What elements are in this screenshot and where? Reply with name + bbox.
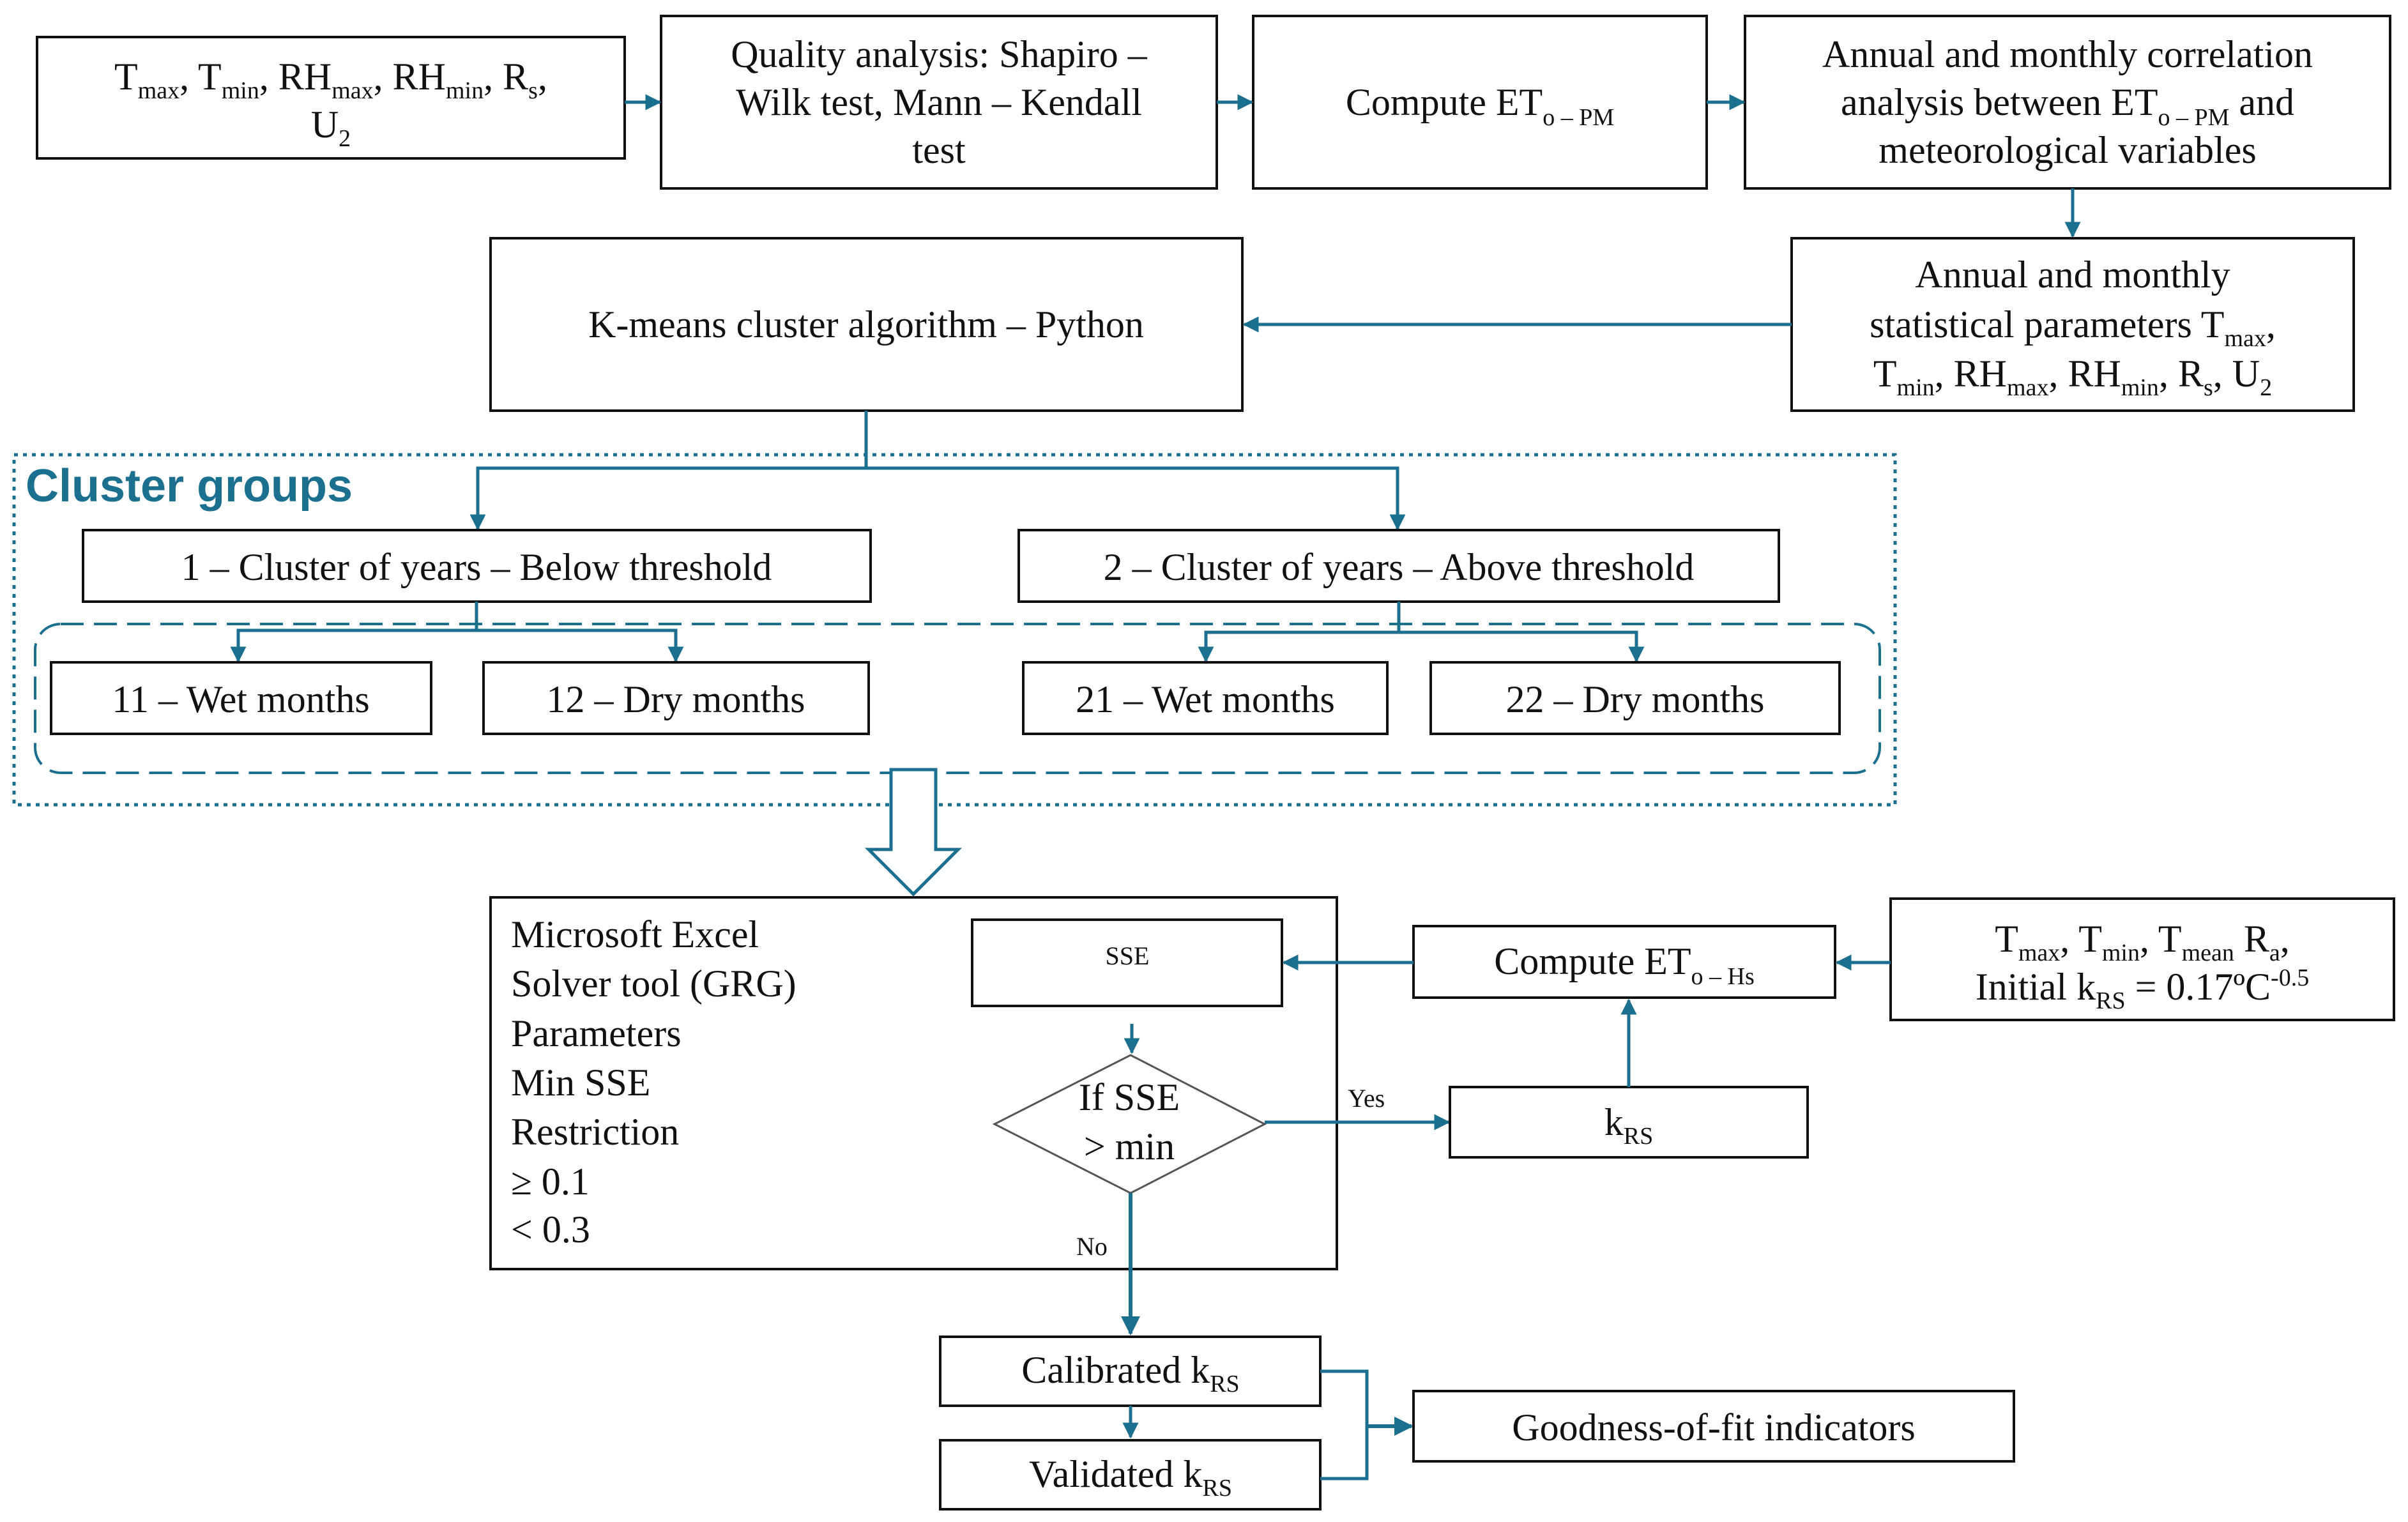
solver-line-3: Parameters bbox=[511, 1012, 682, 1054]
sse-text: SSE bbox=[1106, 941, 1150, 970]
stats-box bbox=[1790, 237, 2355, 412]
arrow-cluster2-to-22 bbox=[1399, 630, 1645, 663]
validated-box bbox=[939, 1439, 1322, 1511]
arrow-cluster2-to-21 bbox=[1198, 602, 1401, 663]
hs-inputs-line-1: Tmax, Tmin, Tmean Ra, bbox=[1995, 918, 2290, 966]
calibrated-box bbox=[939, 1336, 1322, 1407]
decision-line-1: If SSE bbox=[1079, 1076, 1180, 1118]
correlation-line-1: Annual and monthly correlation bbox=[1822, 33, 2313, 75]
krs-box bbox=[1449, 1086, 1809, 1159]
solver-line-4: Min SSE bbox=[511, 1062, 650, 1104]
compute-pm-text: Compute ETo – PM bbox=[1346, 81, 1614, 131]
validated-text: Validated kRS bbox=[1029, 1453, 1232, 1502]
kmeans-box bbox=[489, 237, 1244, 412]
cluster-12-text: 12 – Dry months bbox=[547, 678, 805, 720]
connector-bracket bbox=[1320, 1369, 1369, 1480]
cluster1-box bbox=[82, 529, 872, 603]
quality-box bbox=[660, 15, 1218, 190]
sse-box bbox=[971, 918, 1283, 1007]
yes-label: Yes bbox=[1348, 1084, 1385, 1113]
solver-line-6: ≥ 0.1 bbox=[511, 1161, 590, 1203]
gof-box bbox=[1412, 1390, 2015, 1463]
solver-line-5: Restriction bbox=[511, 1111, 679, 1153]
inputs-box bbox=[36, 36, 626, 160]
months-container bbox=[34, 623, 1881, 774]
quality-line-2: Wilk test, Mann – Kendall bbox=[736, 81, 1142, 123]
stats-line-1: Annual and monthly bbox=[1915, 254, 2230, 296]
calibrated-text: Calibrated kRS bbox=[1021, 1349, 1239, 1397]
quality-line-3: test bbox=[912, 129, 966, 171]
hs-inputs-line-2: Initial kRS = 0.17ºC-0.5 bbox=[1976, 964, 2309, 1014]
arrow-cluster1-to-11 bbox=[230, 602, 478, 663]
arrow-kmeans-to-cluster2 bbox=[866, 466, 1406, 531]
cluster-22-box bbox=[1429, 661, 1841, 735]
cluster-21-box bbox=[1022, 661, 1389, 735]
cluster-11-text: 11 – Wet months bbox=[112, 678, 370, 720]
cluster2-text: 2 – Cluster of years – Above threshold bbox=[1104, 546, 1695, 588]
arrow-cluster1-to-12 bbox=[476, 628, 684, 663]
quality-line-1: Quality analysis: Shapiro – bbox=[731, 33, 1148, 75]
correlation-line-3: meteorological variables bbox=[1878, 129, 2256, 171]
solver-line-7: < 0.3 bbox=[511, 1208, 590, 1251]
cluster2-box bbox=[1017, 529, 1780, 603]
decision-line-2: > min bbox=[1084, 1125, 1175, 1168]
cluster-11-box bbox=[50, 661, 432, 735]
cluster-22-text: 22 – Dry months bbox=[1506, 678, 1765, 720]
solver-line-2: Solver tool (GRG) bbox=[511, 963, 796, 1005]
hs-inputs-box bbox=[1889, 897, 2395, 1021]
arrow-kmeans-to-cluster1 bbox=[469, 411, 868, 531]
cluster-21-text: 21 – Wet months bbox=[1076, 678, 1335, 720]
cluster1-text: 1 – Cluster of years – Below threshold bbox=[181, 546, 772, 588]
stats-line-2: statistical parameters Tmax, bbox=[1870, 303, 2276, 352]
solver-lines: Microsoft Excel Solver tool (GRG) Parame… bbox=[511, 913, 796, 1251]
gof-text: Goodness-of-fit indicators bbox=[1512, 1406, 1916, 1449]
correlation-box bbox=[1744, 15, 2391, 190]
cluster-groups-container bbox=[12, 453, 1897, 807]
kmeans-text: K-means cluster algorithm – Python bbox=[588, 303, 1144, 346]
cluster-groups-title: Cluster groups bbox=[26, 460, 353, 512]
solver-line-1: Microsoft Excel bbox=[511, 913, 759, 955]
block-arrow-down bbox=[864, 768, 963, 897]
inputs-box-text-1: Tmax, Tmin, RHmax, RHmin, Rs, bbox=[114, 56, 547, 104]
no-label: No bbox=[1076, 1232, 1108, 1261]
cluster-12-box bbox=[482, 661, 870, 735]
